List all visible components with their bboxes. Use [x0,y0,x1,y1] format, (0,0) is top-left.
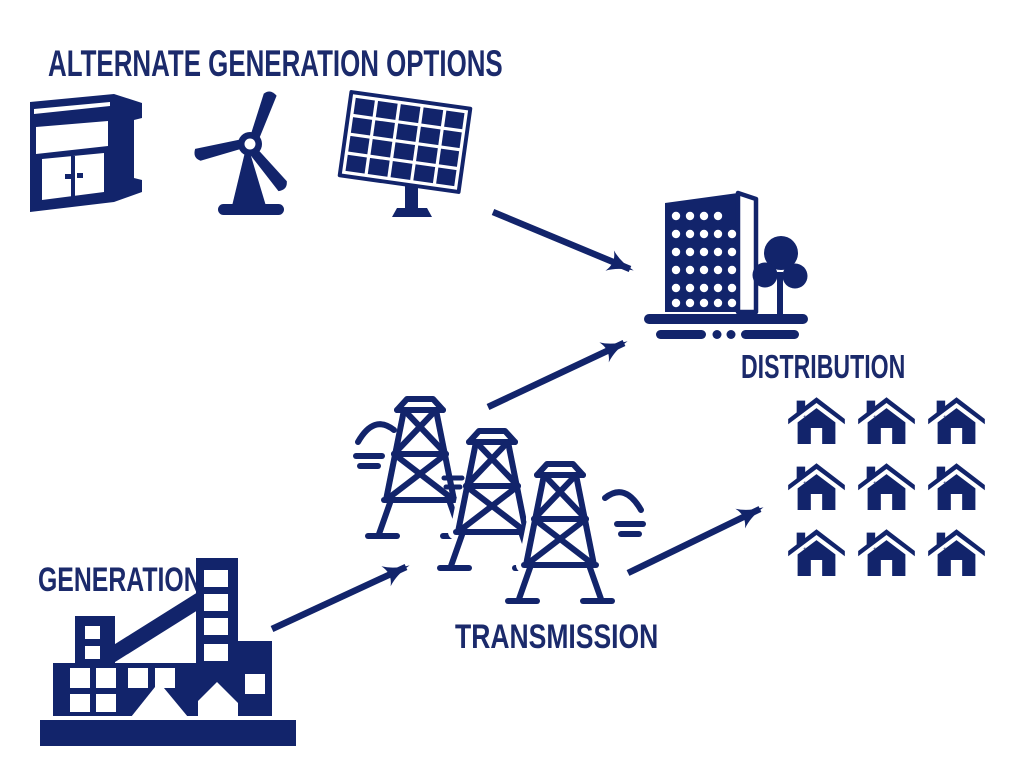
house-icon [858,463,915,511]
transmission-towers-icon [348,386,648,621]
house-icon [928,397,985,445]
arrow-solar-to-distribution [491,208,634,273]
houses-grid [788,394,985,577]
generation-plant-icon [40,558,296,746]
tree-icon [752,236,808,314]
wire-ticks [441,475,465,490]
generation-label: GENERATION [38,561,202,599]
building-windows [671,211,737,308]
transmission-label: TRANSMISSION [455,618,659,656]
solar-panel-icon [337,90,473,217]
house-icon [858,397,915,445]
distribution-building-icon [644,190,808,339]
wind-turbine-icon [194,91,287,215]
generator-cabinet-icon [30,94,142,212]
house-icon [788,463,845,511]
house-icon [928,463,985,511]
house-icon [788,529,845,577]
house-icon [788,397,845,445]
diagram-title: ALTERNATE GENERATION OPTIONS [48,43,503,84]
house-icon [858,529,915,577]
distribution-label: DISTRIBUTION [741,348,906,385]
house-icon [928,529,985,577]
